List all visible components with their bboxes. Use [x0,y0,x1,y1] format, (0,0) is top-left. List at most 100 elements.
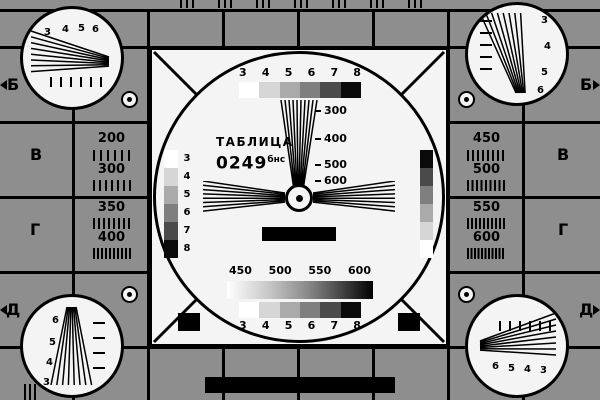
corner-label: 5 [508,363,515,374]
row-label-right-b: Б [580,75,593,94]
corner-label: 5 [78,23,85,34]
wedge-freq-label: 500 [324,158,347,171]
bottom-black-bar [205,377,395,393]
top-edge-ticks [294,0,310,8]
corner-label: 4 [544,41,551,52]
target-dot [127,292,132,297]
freq-burst [93,150,131,161]
corner-label: 4 [524,364,531,375]
freq-burst [467,218,505,229]
freq-label-right: 500 [472,162,501,177]
corner-label: 3 [540,365,547,376]
grid-line-h [0,9,600,12]
scale-label: 4 [261,319,270,332]
target-dot [127,97,132,102]
corner-label: 6 [492,361,499,372]
horizontal-wedge-right [313,181,395,212]
freq-burst [467,150,505,161]
scale-label: 7 [330,66,339,79]
sweep-label: 600 [348,264,371,277]
right-grayscale-steps [420,150,433,258]
scale-label: 5 [284,319,293,332]
top-scale-labels: 3 4 5 6 7 8 [239,67,361,78]
grid-line-h [0,346,600,349]
black-patch-right [398,313,420,331]
scale-label: 7 [330,319,339,332]
top-edge-ticks [256,0,272,8]
center-target [285,184,313,212]
card-number: 0249бнс [216,152,285,173]
row-label-left-v: В [30,145,43,164]
grid-line-v [72,10,75,400]
row-label-right-d: Д [579,300,594,319]
corner-diagonal-lines [152,50,446,344]
freq-label-right: 550 [472,200,501,215]
freq-burst [467,180,505,191]
center-target-dot [295,194,303,202]
freq-label-left: 350 [97,200,126,215]
scale-label: 5 [183,189,191,200]
corner-wedge-top-left [30,30,110,87]
top-edge-ticks [408,0,424,8]
left-scale-labels: 3 4 5 6 7 8 [181,150,193,258]
tick-dash [315,109,321,112]
wedge-freq-400: 400 [315,133,347,144]
card-number-superscript: бнс [267,155,286,165]
wedge-freq-label: 300 [324,104,347,117]
left-grayscale-steps [164,150,178,258]
freq-burst [93,218,131,229]
freq-label-left: 300 [97,162,126,177]
wedge-freq-label: 400 [324,132,347,145]
freq-burst [467,248,505,259]
scale-label: 5 [284,66,293,79]
row-marker-arrow [0,80,7,90]
top-edge-ticks [180,0,196,8]
row-label-right-g: Г [558,220,569,239]
grid-line-v [147,10,150,400]
top-edge-ticks [332,0,348,8]
corner-wedge-top-right [479,12,526,94]
vertical-resolution-wedge [280,100,318,190]
corner-label: 3 [541,15,548,26]
row-marker-arrow [593,80,600,90]
freq-label-right: 450 [472,131,501,146]
bottom-scale-labels: 3 4 5 6 7 8 [239,320,361,331]
corner-label: 6 [52,315,59,326]
target-marker [121,286,138,303]
row-label-right-v: В [557,145,570,164]
target-marker [458,286,475,303]
black-patch-left [178,313,200,331]
target-marker [121,91,138,108]
row-label-left-b: Б [7,75,20,94]
corner-circle-top-right: 3 4 5 6 [465,2,569,106]
freq-burst [93,180,131,191]
corner-label: 5 [49,337,56,348]
wedge-freq-600: 600 [315,175,347,186]
scale-label: 8 [353,319,361,332]
bottom-edge-ticks [24,384,38,400]
corner-label: 4 [46,357,53,368]
corner-circle-bottom-left: 6 5 4 3 [20,294,124,398]
top-grayscale-steps [239,82,361,98]
frequency-sweep-bar [227,281,373,299]
freq-label-left: 200 [97,131,126,146]
sweep-label: 450 [229,264,252,277]
grid-line-v [522,10,525,400]
row-marker-arrow [0,305,7,315]
scale-label: 3 [239,66,247,79]
tick-dash [315,163,321,166]
top-edge-ticks [370,0,386,8]
top-edge-ticks [218,0,234,8]
scale-label: 4 [261,66,270,79]
freq-label-right: 600 [472,230,501,245]
scale-label: 8 [183,243,191,254]
sweep-label: 500 [268,264,292,277]
scale-label: 6 [307,66,316,79]
corner-label: 3 [44,27,51,38]
scale-label: 6 [307,319,316,332]
corner-label: 6 [537,85,544,96]
corner-wedge-bottom-right [479,312,557,356]
corner-circle-top-left: 3 4 5 6 [20,6,124,110]
corner-wedge-bottom-left [50,306,105,386]
